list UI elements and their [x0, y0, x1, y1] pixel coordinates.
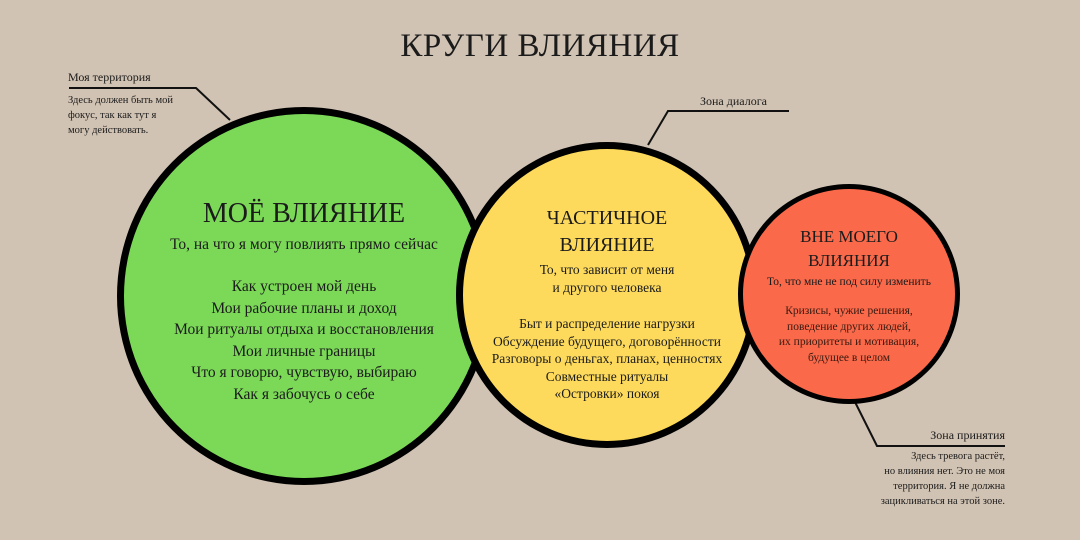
callout-line-right	[854, 401, 1005, 447]
circle-items: Быт и распределение нагрузки Обсуждение …	[491, 316, 723, 401]
note-body: Здесь тревога растёт, но влияния нет. Эт…	[880, 451, 1005, 507]
circle-heading: ЧАСТИЧНОЕ ВЛИЯНИЕ	[546, 207, 668, 256]
circle-my-influence: МОЁ ВЛИЯНИЕ То, на что я могу повлиять п…	[117, 107, 491, 485]
note-acceptance-zone: Зона принятия Здесь тревога растёт, но в…	[840, 428, 1005, 509]
circle-heading: МОЁ ВЛИЯНИЕ	[202, 198, 406, 229]
note-body: Здесь должен быть мой фокус, так как тут…	[68, 95, 173, 136]
circle-subtitle: То, что зависит от меня и другого челове…	[539, 262, 675, 295]
circle-partial-influence: ЧАСТИЧНОЕ ВЛИЯНИЕ То, что зависит от мен…	[456, 142, 758, 448]
callout-line-left	[69, 87, 231, 121]
circle-subtitle: То, на что я могу повлиять прямо сейчас	[170, 236, 438, 253]
note-dialog-zone: Зона диалога	[700, 94, 767, 109]
circle-subtitle: То, что мне не под силу изменить	[767, 276, 931, 288]
circle-items: Кризисы, чужие решения, поведение других…	[778, 305, 920, 364]
note-title: Зона диалога	[700, 94, 767, 108]
callout-line-middle	[647, 110, 789, 146]
page-title: КРУГИ ВЛИЯНИЯ	[400, 28, 680, 64]
circle-items: Как устроен мой день Мои рабочие планы и…	[174, 278, 434, 403]
note-title: Зона принятия	[930, 428, 1005, 442]
circle-heading: ВНЕ МОЕГО ВЛИЯНИЯ	[800, 227, 898, 270]
note-title: Моя территория	[68, 70, 151, 84]
circle-outside-influence: ВНЕ МОЕГО ВЛИЯНИЯ То, что мне не под сил…	[738, 184, 960, 404]
note-my-territory: Моя территория Здесь должен быть мой фок…	[68, 70, 173, 138]
